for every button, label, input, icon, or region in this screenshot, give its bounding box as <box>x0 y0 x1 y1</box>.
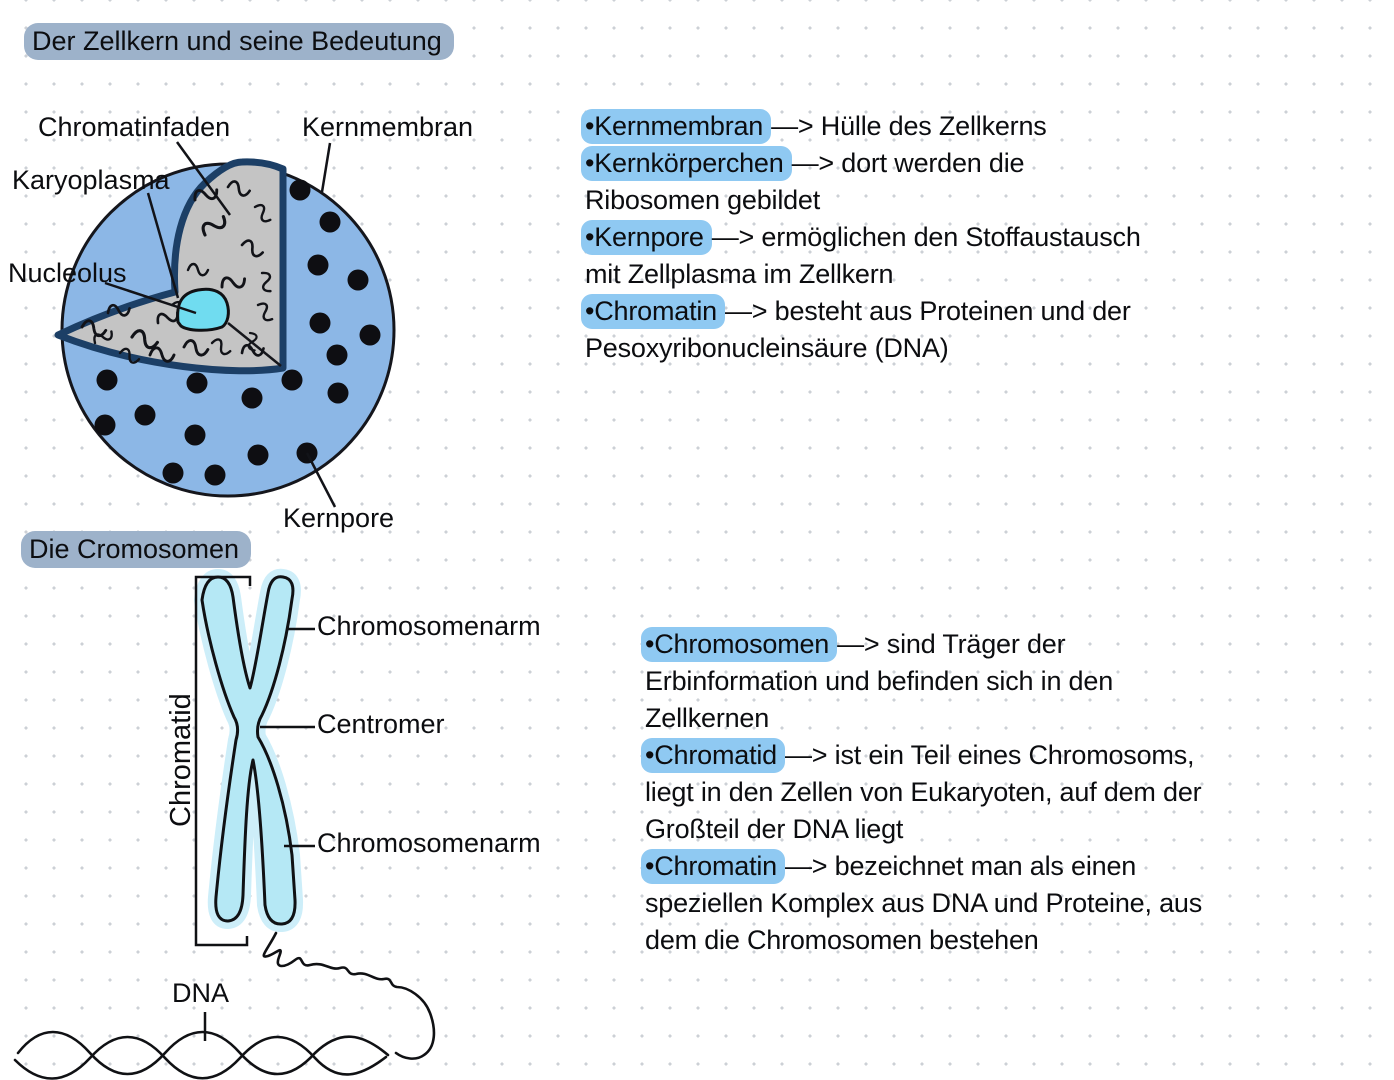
note-line: liegt in den Zellen von Eukaryoten, auf … <box>645 777 1202 807</box>
note-line: •Chromatin—> bezeichnet man als einen <box>641 848 1202 885</box>
label-kernpore: Kernpore <box>283 503 395 533</box>
nucleolus-shape <box>176 287 230 332</box>
label-karyoplasma: Karyoplasma <box>12 165 170 195</box>
highlighted-term: •Kernkörperchen <box>581 146 792 181</box>
chromatid-bracket <box>194 575 252 947</box>
label-kernmembran: Kernmembran <box>302 112 474 142</box>
label-chromatinfaden: Chromatinfaden <box>38 112 231 142</box>
nucleolus-pointer-line <box>104 281 197 315</box>
highlighted-term: •Kernmembran <box>581 109 772 144</box>
label-dna: DNA <box>172 978 230 1008</box>
note-line: •Chromatid—> ist ein Teil eines Chromoso… <box>641 737 1202 774</box>
note-line: •Kernpore—> ermöglichen den Stoffaustaus… <box>581 219 1141 256</box>
note-line: •Kernkörperchen—> dort werden die <box>581 145 1141 182</box>
note-line: Ribosomen gebildet <box>585 185 821 215</box>
cutaway-crease-line <box>227 322 282 367</box>
note-line: Großteil der DNA liegt <box>645 814 904 844</box>
label-chromosomenarm-top: Chromosomenarm <box>317 611 541 641</box>
notes-zellkern: •Kernmembran—> Hülle des Zellkerns •Kern… <box>581 108 1141 367</box>
notes-chromosomen: •Chromosomen—> sind Träger der Erbinform… <box>641 626 1203 959</box>
note-line: •Chromatin—> besteht aus Proteinen und d… <box>581 293 1141 330</box>
highlighted-term: •Chromatin <box>641 849 785 884</box>
highlighted-term: •Chromatid <box>641 738 785 773</box>
note-line: •Kernmembran—> Hülle des Zellkerns <box>581 108 1141 145</box>
chromatinfaden-pointer-line <box>175 141 232 216</box>
highlighted-term: •Chromosomen <box>641 627 838 662</box>
chromosome-pointer-lines <box>203 627 315 1041</box>
label-nucleolus: Nucleolus <box>8 258 127 288</box>
label-chromatid: Chromatid <box>165 693 197 827</box>
nucleus-drawing <box>54 141 396 508</box>
dna-helix <box>13 1030 390 1080</box>
note-line: •Chromosomen—> sind Träger der <box>641 626 1202 663</box>
karyoplasma-pointer-line <box>146 192 180 299</box>
section-title-chromosomen: Die Cromosomen <box>21 531 252 568</box>
kernpore-dots <box>94 179 381 486</box>
page-title: Der Zellkern und seine Bedeutung <box>24 23 454 60</box>
note-line: Zellkernen <box>645 703 770 733</box>
note-line: Pesoxyribonucleinsäure (DNA) <box>585 333 949 363</box>
label-centromer: Centromer <box>317 709 445 739</box>
note-line: speziellen Komplex aus DNA und Proteine,… <box>645 888 1203 918</box>
chromosome-x-shape <box>200 575 297 926</box>
kernpore-pointer-line <box>305 452 337 508</box>
dna-unravel-curl <box>262 931 436 1060</box>
nucleus-pointer-lines <box>104 141 337 508</box>
kernmembran-pointer-line <box>320 142 332 193</box>
note-line: dem die Chromosomen bestehen <box>645 925 1039 955</box>
label-chromosomenarm-bottom: Chromosomenarm <box>317 828 541 858</box>
highlighted-term: •Kernpore <box>581 220 712 255</box>
chromosome-drawing: Chromatid <box>13 568 436 1080</box>
note-line: mit Zellplasma im Zellkern <box>585 259 894 289</box>
highlighted-term: •Chromatin <box>581 294 725 329</box>
note-line: Erbinformation und befinden sich in den <box>645 666 1114 696</box>
